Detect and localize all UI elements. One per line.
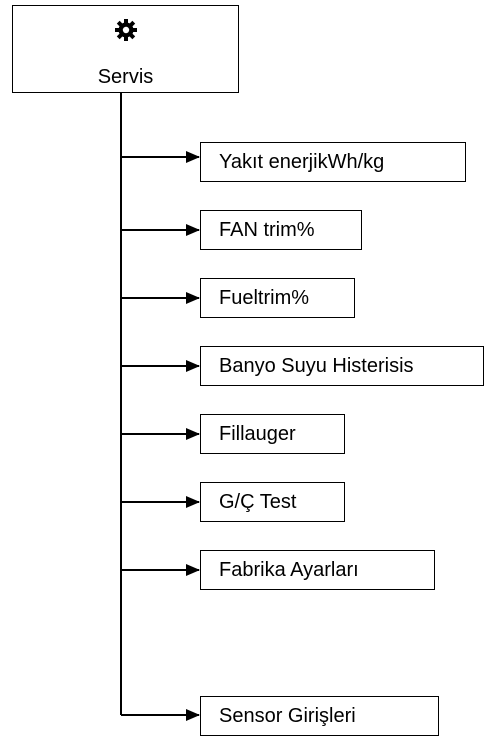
gear-icon-graphic — [114, 19, 137, 41]
node-label: Sensor Girişleri — [219, 705, 356, 727]
node-banyo-suyu-histerisis: Banyo Suyu Histerisis — [200, 346, 484, 386]
node-fillauger: Fillauger — [200, 414, 345, 454]
node-fan-trim: FAN trim% — [200, 210, 362, 250]
node-label: Fillauger — [219, 423, 296, 445]
root-node-servis: Servis — [12, 5, 239, 93]
node-label: Banyo Suyu Histerisis — [219, 355, 414, 377]
node-label: Fueltrim% — [219, 287, 310, 309]
node-label: Yakıt enerjikWh/kg — [219, 151, 385, 173]
node-gc-test: G/Ç Test — [200, 482, 345, 522]
node-label: Fabrika Ayarları — [219, 559, 359, 581]
node-label: G/Ç Test — [219, 491, 297, 513]
gear-icon — [13, 19, 238, 41]
node-fabrika-ayarlari: Fabrika Ayarları — [200, 550, 435, 590]
node-sensor-girisleri: Sensor Girişleri — [200, 696, 439, 736]
node-label: FAN trim% — [219, 219, 315, 241]
node-yakit-enerji: Yakıt enerjikWh/kg — [200, 142, 466, 182]
root-label: Servis — [97, 66, 154, 88]
node-fuel-trim: Fueltrim% — [200, 278, 355, 318]
